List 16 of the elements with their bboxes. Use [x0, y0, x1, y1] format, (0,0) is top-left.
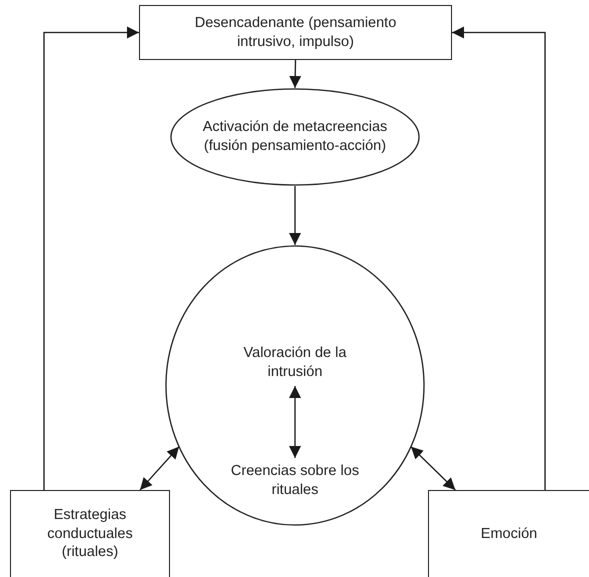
arrow	[140, 446, 180, 490]
process-box	[139, 5, 452, 60]
arrow	[289, 186, 301, 245]
arrow	[410, 446, 456, 490]
node-label: Emoción	[480, 524, 538, 544]
arrow	[289, 60, 302, 88]
node-label: Activación de metacreencias (fusión pensamiento-acción)	[202, 118, 388, 156]
text-label: Valoración de la intrusión	[235, 343, 355, 383]
arrow	[289, 386, 301, 458]
arrow	[452, 26, 546, 490]
text-label: Creencias sobre los rituales	[225, 461, 365, 501]
process-box	[10, 490, 170, 577]
node-label: Desencadenante (pensamiento intrusivo, impulso)	[194, 14, 398, 52]
arrow	[43, 26, 139, 490]
process-box	[428, 490, 589, 577]
node-label: Estrategias conductuales (rituales)	[46, 506, 134, 562]
